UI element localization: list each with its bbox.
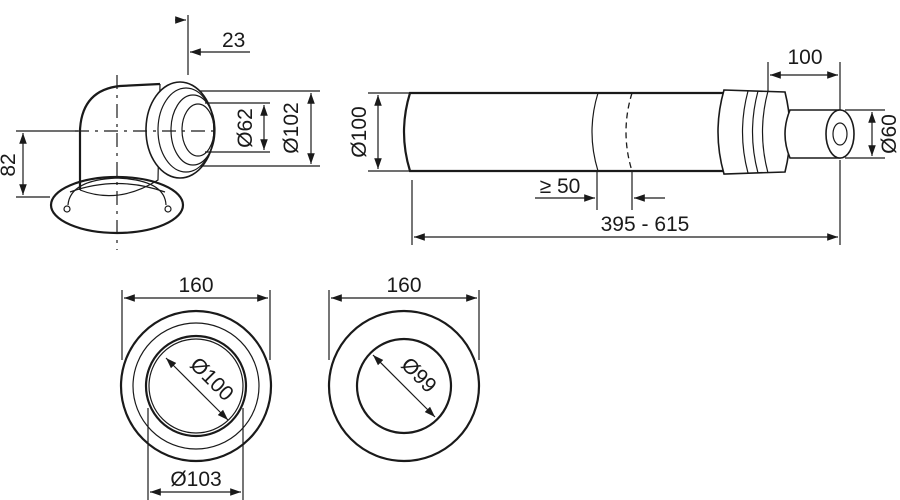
dim-elbow-offset: 23: [222, 29, 245, 52]
elbow-drawing: 23 Ø62 Ø102 82: [0, 15, 320, 250]
dim-rosette-left-inner: Ø100: [185, 353, 238, 406]
dim-rosette-right-inner: Ø99: [396, 353, 440, 397]
dim-rosette-right-outer: 160: [386, 274, 421, 297]
dim-elbow-height: 82: [0, 153, 20, 176]
rosette-right-drawing: 160 Ø99: [327, 274, 481, 463]
dim-pipe-end-dia: Ø60: [878, 114, 900, 154]
rosette-left-drawing: 160 Ø100 Ø103: [119, 274, 273, 500]
pipe-drawing: Ø100 100 Ø60 ≥ 50 395 - 615: [348, 46, 900, 245]
dim-pipe-dia: Ø100: [348, 106, 371, 157]
dim-rosette-left-bottom: Ø103: [170, 468, 221, 491]
dim-pipe-overlap: ≥ 50: [540, 175, 581, 198]
dim-elbow-inner-dia: Ø62: [234, 108, 257, 148]
dim-elbow-outer-dia: Ø102: [280, 102, 303, 153]
dim-rosette-left-outer: 160: [178, 274, 213, 297]
dim-pipe-end-length: 100: [787, 46, 822, 69]
dim-pipe-length: 395 - 615: [601, 213, 690, 236]
